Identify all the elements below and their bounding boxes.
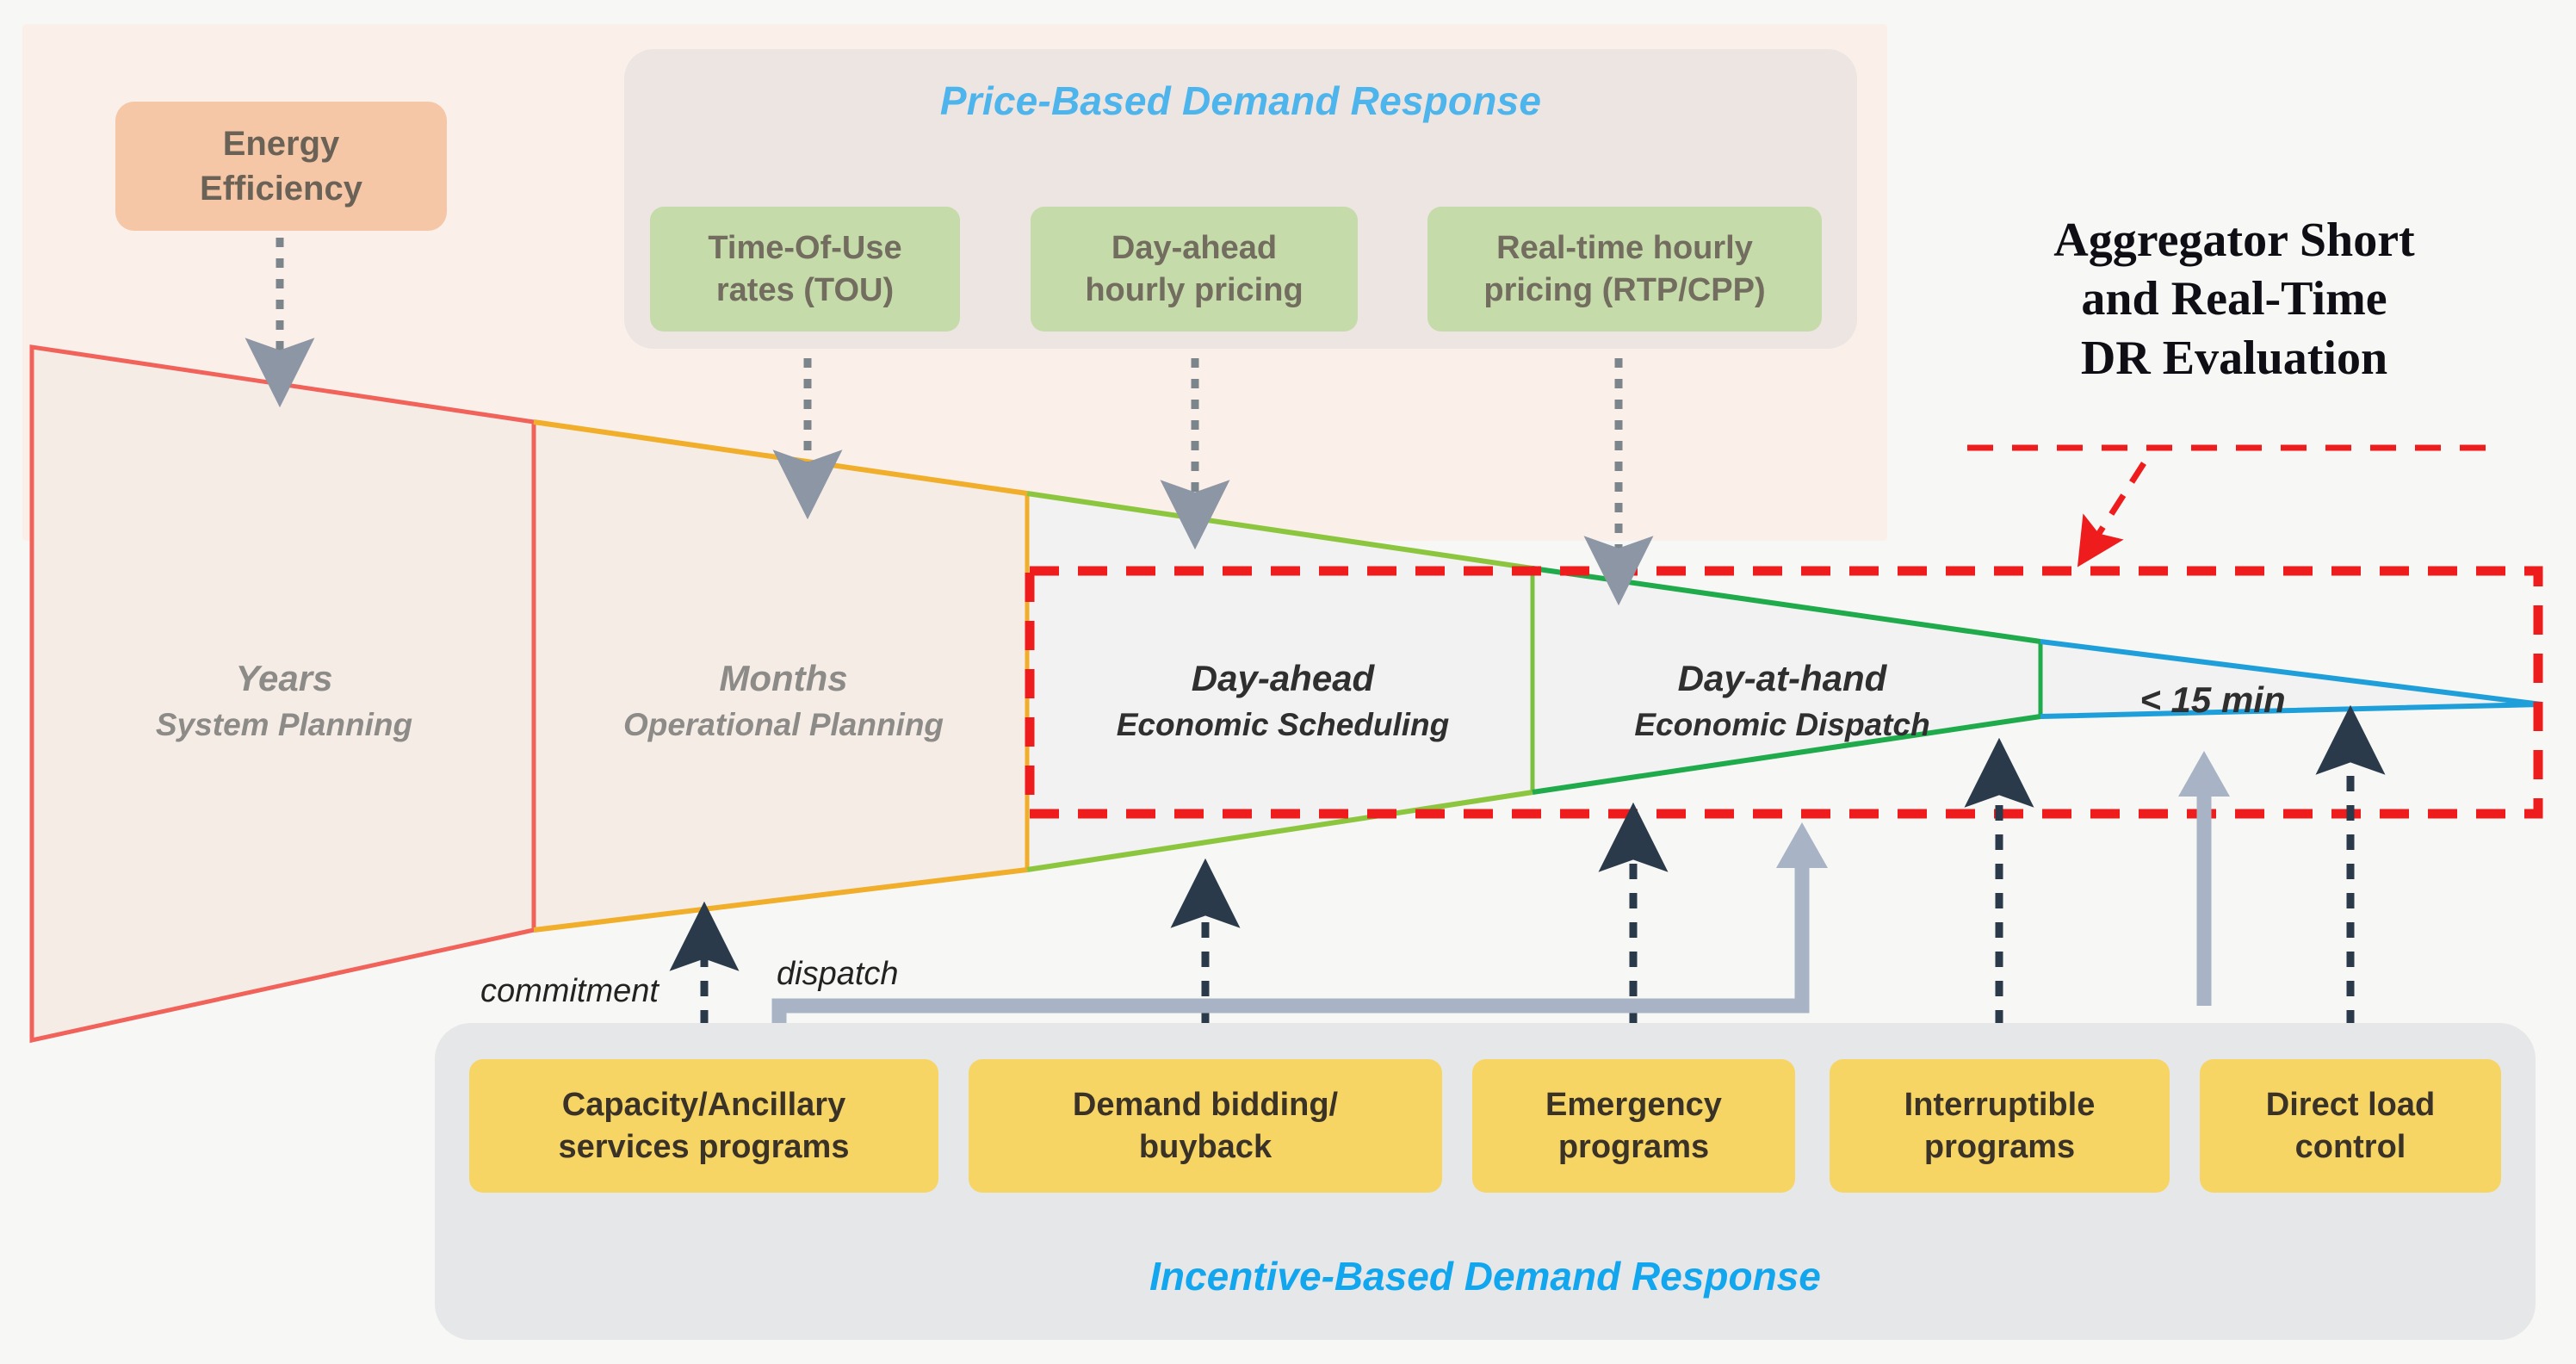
dispatch-route-emergency (771, 849, 1810, 1032)
energy-efficiency-box[interactable]: Energy Efficiency (115, 102, 447, 231)
incentive-item-label: Interruptible programs (1904, 1086, 2096, 1165)
incentive-item-label: Direct load control (2265, 1086, 2436, 1165)
price-based-panel-title: Price-Based Demand Response (939, 78, 1542, 123)
funnel-label-day-ahead-title: Day-ahead (1191, 658, 1375, 698)
price-item-real-time-hourly[interactable]: Real-time hourly pricing (RTP/CPP) (1427, 207, 1822, 332)
funnel-label-15-min-title: < 15 min (2139, 679, 2286, 720)
price-item-day-ahead-hourly[interactable]: Day-ahead hourly pricing (1031, 207, 1358, 332)
aggregator-annotation-line1: Aggregator Short (2053, 214, 2415, 267)
aggregator-note-arrow (2077, 462, 2146, 567)
funnel-label-months-title: Months (719, 658, 848, 698)
price-item-time-of-use[interactable]: Time-Of-Use rates (TOU) (650, 207, 960, 332)
funnel-label-years-title: Years (235, 658, 333, 698)
incentive-item-label: Emergency programs (1545, 1086, 1722, 1165)
aggregator-annotation: Aggregator Short and Real-Time DR Evalua… (1937, 211, 2531, 388)
price-item-label: Real-time hourly pricing (RTP/CPP) (1483, 229, 1766, 308)
dispatch-arrowhead-interruptible (2178, 751, 2230, 797)
funnel-label-15-min: < 15 min (2049, 676, 2376, 725)
incentive-item-emergency-programs[interactable]: Emergency programs (1472, 1059, 1795, 1193)
funnel-label-day-at-hand: Day-at-hand Economic Dispatch (1541, 654, 2023, 747)
funnel-label-years: Years System Planning (52, 654, 517, 747)
dispatch-arrowhead-emergency (1776, 822, 1828, 868)
funnel-label-day-at-hand-subtitle: Economic Dispatch (1634, 706, 1930, 742)
funnel-label-day-ahead-subtitle: Economic Scheduling (1116, 706, 1450, 742)
incentive-item-capacity-ancillary[interactable]: Capacity/Ancillary services programs (469, 1059, 938, 1193)
funnel-outline-dayathand-top (1532, 566, 2041, 644)
commitment-label: commitment (480, 973, 659, 1009)
price-item-label: Day-ahead hourly pricing (1085, 229, 1303, 308)
energy-efficiency-label: Energy Efficiency (200, 125, 362, 208)
incentive-item-direct-load-control[interactable]: Direct load control (2200, 1059, 2501, 1193)
incentive-item-interruptible-programs[interactable]: Interruptible programs (1830, 1059, 2170, 1193)
funnel-label-months: Months Operational Planning (551, 654, 1016, 747)
price-item-label: Time-Of-Use rates (TOU) (708, 229, 902, 308)
aggregator-annotation-line2: and Real-Time (2081, 272, 2387, 326)
incentive-item-demand-bidding[interactable]: Demand bidding/ buyback (969, 1059, 1442, 1193)
incentive-item-label: Demand bidding/ buyback (1072, 1086, 1339, 1165)
funnel-label-day-at-hand-title: Day-at-hand (1677, 658, 1887, 698)
funnel-outline-months-bottom (533, 867, 1028, 933)
funnel-outline-dayahead-bottom (1026, 790, 1533, 872)
incentive-based-panel-title: Incentive-Based Demand Response (1149, 1254, 1821, 1299)
dispatch-label: dispatch (777, 956, 899, 992)
funnel-label-years-subtitle: System Planning (155, 706, 413, 742)
aggregator-annotation-line3: DR Evaluation (2080, 331, 2388, 385)
funnel-label-months-subtitle: Operational Planning (622, 706, 944, 742)
incentive-item-label: Capacity/Ancillary services programs (558, 1086, 850, 1165)
funnel-label-day-ahead: Day-ahead Economic Scheduling (1042, 654, 1524, 747)
